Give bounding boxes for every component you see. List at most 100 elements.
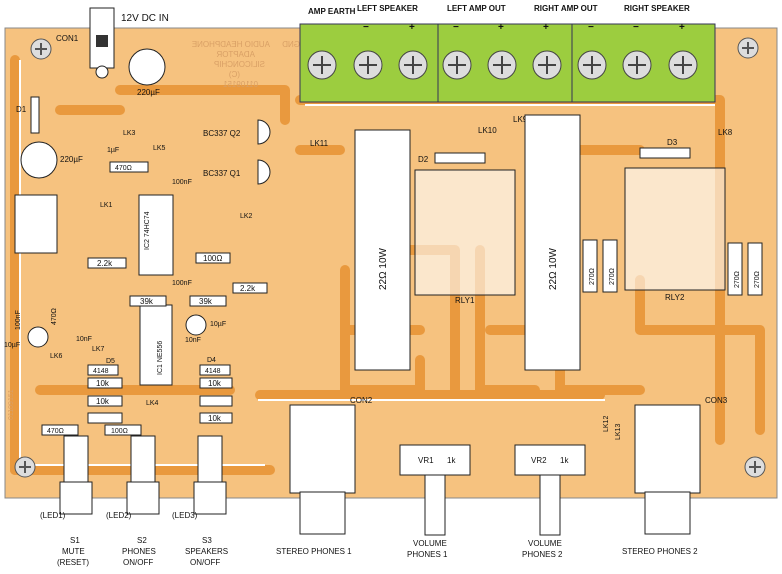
lk3-label: LK3 — [123, 130, 136, 137]
c100n-label: 100nF — [15, 310, 22, 330]
c100n-label: 100nF — [172, 179, 192, 186]
rly2-label: RLY2 — [665, 293, 685, 302]
lk9-label: LK9 — [513, 115, 528, 124]
volume-2-label: VOLUME — [528, 539, 562, 548]
r270-label: 270Ω — [754, 271, 761, 288]
volume-1-label: PHONES 1 — [407, 550, 448, 559]
left-amp-out-label: LEFT AMP OUT — [447, 4, 506, 13]
mirror-line: SILICONCHIP — [214, 60, 265, 69]
left-speaker-label: LEFT SPEAKER — [357, 4, 418, 13]
diode-d3 — [639, 147, 691, 159]
screw-icon — [737, 37, 759, 59]
polarity-marks: − + − + + − − + — [363, 22, 685, 33]
screw-icon — [622, 50, 652, 80]
amp-earth-label: AMP EARTH — [308, 7, 356, 16]
r39k-label: 39k — [199, 297, 213, 306]
r2k-label: 2.2k — [97, 259, 113, 268]
s2-label: PHONES — [122, 547, 156, 556]
screw-icon — [577, 50, 607, 80]
c1u-label: 1µF — [107, 147, 119, 154]
plus-mark: + — [543, 22, 549, 33]
con2-label: CON2 — [350, 396, 373, 405]
con3-label: CON3 — [705, 396, 728, 405]
r100-label: 100Ω — [203, 254, 222, 263]
c100n-label: 100nF — [172, 280, 192, 287]
minus-mark: − — [453, 22, 459, 33]
r39k-label: 39k — [140, 297, 154, 306]
con1-label: CON1 — [56, 34, 79, 43]
capacitor-220uf — [20, 141, 58, 179]
r2k-label: 2.2k — [240, 284, 256, 293]
r10k-label: 10k — [208, 414, 222, 423]
mirror-line: ADAPTOR — [216, 50, 255, 59]
lk12-label: LK12 — [603, 416, 610, 432]
d-part-label: 4148 — [93, 368, 109, 375]
screw-icon — [442, 50, 472, 80]
lk10-label: LK10 — [478, 126, 497, 135]
d1-label: D1 — [16, 105, 27, 114]
lk13-label: LK13 — [615, 424, 622, 440]
volume-2-label: PHONES 2 — [522, 550, 563, 559]
pot-vr2 — [514, 444, 586, 476]
c220b-label: 220µF — [60, 155, 83, 164]
minus-mark: − — [363, 22, 369, 33]
stereo-phones-1-label: STEREO PHONES 1 — [276, 547, 352, 556]
screw-icon — [307, 50, 337, 80]
screw-icon — [668, 50, 698, 80]
s1-label: MUTE — [62, 547, 85, 556]
right-speaker-label: RIGHT SPEAKER — [624, 4, 690, 13]
c10u-label: 10µF — [210, 321, 226, 328]
reg-part-label: 7805 — [22, 233, 40, 242]
r270-label: 270Ω — [609, 268, 616, 285]
c10u-label: 10µF — [4, 342, 20, 349]
c10n-label: 10nF — [185, 337, 201, 344]
q2-label: BC337 Q2 — [203, 129, 241, 138]
plus-mark: + — [409, 22, 415, 33]
left-components — [14, 48, 268, 436]
bottom-labels: (LED1) (LED2) (LED3) S1 MUTE (RESET) S2 … — [40, 511, 698, 567]
ic2-label: IC2 74HC74 — [144, 211, 151, 250]
relay-rly1 — [414, 169, 516, 296]
mirrored-silkscreen: AUDIO HEADPHONE ADAPTOR SILICONCHIP (C) … — [192, 40, 300, 89]
screw-icon — [398, 50, 428, 80]
r470-label: 470Ω — [47, 428, 64, 435]
led3-label: (LED3) — [172, 511, 198, 520]
pot-vr1 — [399, 444, 471, 476]
ic1 — [139, 304, 173, 386]
r10k-label: 10k — [96, 379, 110, 388]
jack-barrels — [299, 491, 691, 535]
s2-label: S2 — [137, 536, 147, 545]
c220a-label: 220µF — [137, 88, 160, 97]
capacitor-220uf — [128, 48, 166, 86]
screw-icon — [487, 50, 517, 80]
plus-mark: + — [498, 22, 504, 33]
volume-1-label: VOLUME — [413, 539, 447, 548]
lk1-label: LK1 — [100, 202, 113, 209]
mirror-line: AUDIO HEADPHONE — [192, 40, 270, 49]
d5-label: D5 — [106, 358, 115, 365]
plus-mark: + — [679, 22, 685, 33]
rly1-label: RLY1 — [455, 296, 475, 305]
lk11-label: LK11 — [310, 139, 329, 148]
s3-label: ON/OFF — [190, 558, 220, 567]
vr2-label: VR2 — [531, 456, 547, 465]
minus-mark: − — [588, 22, 594, 33]
mirror-line: 01109151 — [222, 80, 258, 89]
led1-label: (LED1) — [40, 511, 66, 520]
r22a-label: 22Ω 10W — [378, 248, 389, 291]
lk8-label: LK8 — [718, 128, 733, 137]
serial-label: 01109151 — [8, 389, 15, 420]
d-part-label: 4148 — [205, 368, 221, 375]
lk2-label: LK2 — [240, 213, 253, 220]
screw-icon — [14, 456, 36, 478]
s1-label: (RESET) — [57, 558, 89, 567]
reg1-label: REG1 — [20, 216, 42, 225]
r22b-label: 22Ω 10W — [548, 248, 559, 291]
s3-label: SPEAKERS — [185, 547, 228, 556]
jack-con3 — [634, 404, 701, 494]
diode-d2 — [434, 152, 486, 164]
lk6-label: LK6 — [50, 353, 63, 360]
led2-label: (LED2) — [106, 511, 132, 520]
